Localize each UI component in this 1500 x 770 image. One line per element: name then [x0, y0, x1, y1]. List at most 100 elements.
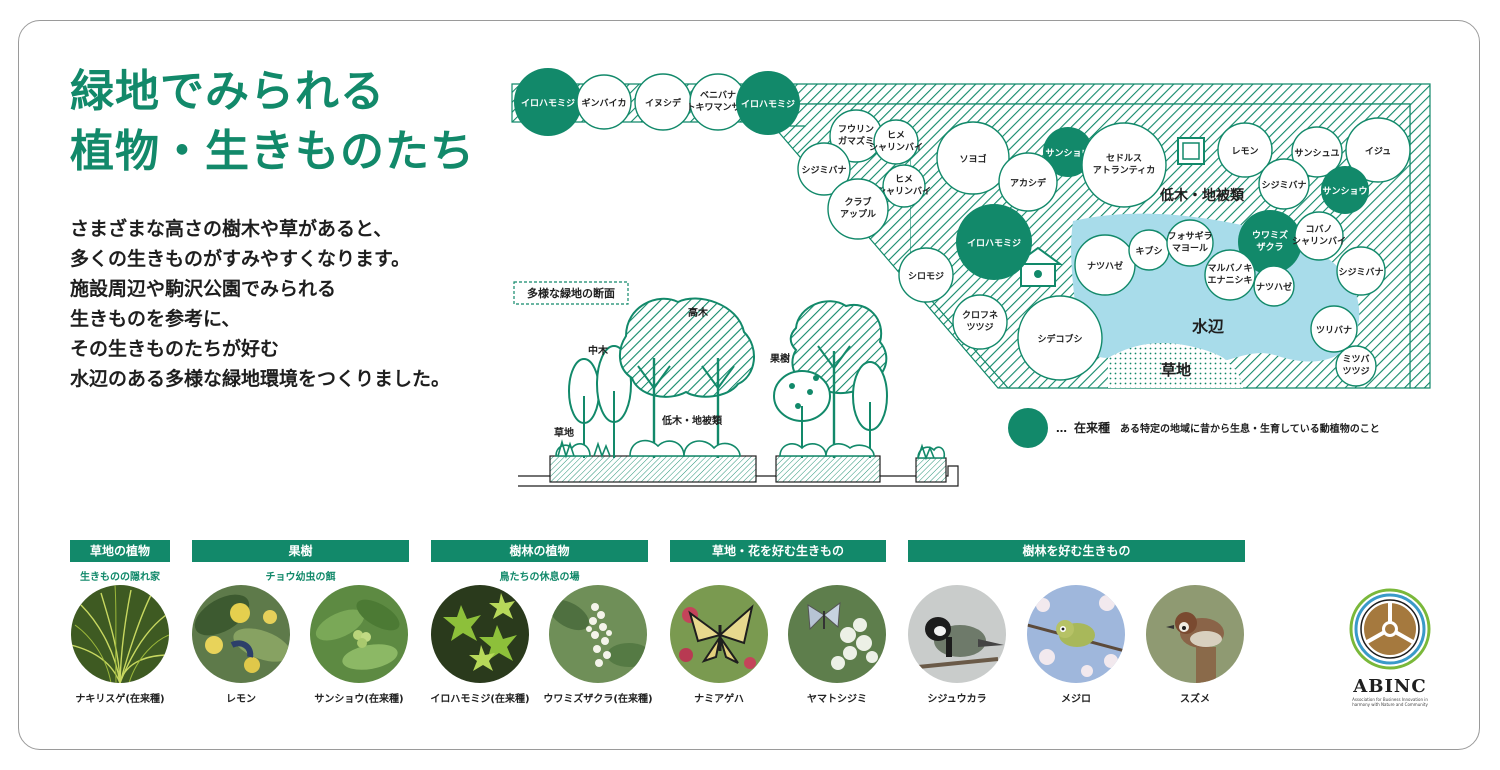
- caption: レモン: [226, 694, 256, 705]
- intro-line: 水辺のある多様な緑地環境をつくりました。: [70, 368, 451, 390]
- zone-water-label: 水辺: [1192, 317, 1224, 336]
- tree-tsuribana: ツリバナ: [1310, 305, 1358, 353]
- svg-text:マルバノキ: マルバノキ: [1207, 263, 1252, 274]
- legend-term: 在来種: [1074, 420, 1110, 435]
- svg-text:トキワマンサク: トキワマンサク: [686, 102, 749, 113]
- cherry-blossom-photo: [549, 585, 647, 683]
- svg-text:ナツハゼ: ナツハゼ: [1256, 281, 1292, 293]
- svg-text:ヒメ: ヒメ: [887, 130, 905, 141]
- svg-text:ウワミズ: ウワミズ: [1252, 229, 1288, 241]
- svg-text:エナニシキ: エナニシキ: [1207, 275, 1252, 286]
- sparrow-photo: [1146, 585, 1244, 683]
- tree-fosagira: フォサギラ マヨール: [1166, 219, 1214, 267]
- tree-sanshou-1: サンショウ: [1043, 127, 1093, 177]
- tree-soyogo: ソヨゴ: [936, 121, 1010, 195]
- tree-shijimibana-2: シジミバナ: [1258, 158, 1310, 210]
- tree-cedrus: セドルス アトランティカ: [1081, 122, 1167, 208]
- svg-text:イジュ: イジュ: [1365, 146, 1391, 157]
- caption: シジュウカラ: [927, 694, 987, 705]
- great-tit-photo: [908, 585, 1006, 683]
- svg-text:ナツハゼ: ナツハゼ: [1087, 260, 1123, 272]
- tree-fuurin-gamazumi: フウリン ガマズミ: [829, 109, 883, 163]
- tree-shijimibana-1: シジミバナ: [797, 142, 851, 196]
- category-grass-creatures: 草地・花を好む生きもの: [670, 540, 886, 562]
- tree-akashide: アカシデ: [998, 152, 1058, 212]
- tree-irohamomiji: イロハモミジ: [514, 68, 582, 136]
- grass-photo: [71, 585, 169, 683]
- tree-marubanoki: マルバノキ エナニシキ: [1204, 249, 1256, 301]
- abinc-emblem-icon: [1349, 588, 1431, 670]
- tree-shijimibana-3: シジミバナ: [1336, 246, 1386, 296]
- section-title: 多様な緑地の断面: [527, 286, 615, 300]
- tree-irohamomiji-2: イロハモミジ: [736, 71, 800, 135]
- svg-text:ツツジ: ツツジ: [1342, 366, 1369, 377]
- svg-text:シジミバナ: シジミバナ: [1261, 180, 1306, 191]
- category-forest-plants: 樹林の植物: [431, 540, 648, 562]
- garden-map: イロハモミジ ギンバイカ イヌシデ ベニバナ トキワマンサク イロハモミジ フウ…: [511, 68, 1431, 487]
- tree-lemon: レモン: [1217, 122, 1273, 178]
- intro-line: 多くの生きものがすみやすくなります。: [70, 248, 411, 270]
- section-fruit-label: 果樹: [769, 352, 790, 365]
- intro-line: 施設周辺や駒沢公園でみられる: [70, 278, 337, 300]
- svg-text:シデコブシ: シデコブシ: [1037, 333, 1082, 345]
- svg-text:シャリンバイ: シャリンバイ: [877, 186, 931, 197]
- svg-text:イロハモミジ: イロハモミジ: [741, 99, 795, 110]
- tree-kurofune-tsutsuji: クロフネ ツツジ: [952, 294, 1008, 350]
- svg-text:キブシ: キブシ: [1135, 245, 1162, 257]
- tree-hime-sharinbai-1: ヒメ シャリンバイ: [869, 119, 923, 165]
- blue-butterfly-photo: [788, 585, 886, 683]
- tree-shidekobushi: シデコブシ: [1017, 295, 1103, 381]
- svg-text:イロハモミジ: イロハモミジ: [967, 238, 1021, 249]
- tree-ginbaika: ギンバイカ: [576, 74, 632, 130]
- svg-text:アップル: アップル: [840, 208, 876, 220]
- svg-text:アトランティカ: アトランティカ: [1093, 165, 1155, 176]
- svg-text:フォサギラ: フォサギラ: [1167, 230, 1212, 242]
- tree-natsuhaze-1: ナツハゼ: [1074, 234, 1136, 296]
- svg-text:…: …: [1056, 422, 1067, 435]
- svg-text:ギンバイカ: ギンバイカ: [581, 97, 626, 109]
- svg-text:シャリンバイ: シャリンバイ: [869, 142, 923, 153]
- svg-text:ミツバ: ミツバ: [1342, 354, 1369, 365]
- tree-uwamizuzakura: ウワミズ ザクラ: [1238, 210, 1302, 274]
- logo-tagline: Association for Business Innovation in h…: [1352, 697, 1428, 707]
- svg-text:ベニバナ: ベニバナ: [700, 90, 736, 101]
- svg-text:コバノ: コバノ: [1305, 224, 1332, 235]
- caption: ナミアゲハ: [694, 694, 744, 705]
- grass-area: [1108, 342, 1243, 388]
- caption: ウワミズザクラ(在来種): [543, 694, 653, 705]
- maple-photo: [431, 585, 529, 683]
- svg-text:サンショウ: サンショウ: [1045, 148, 1090, 159]
- swallowtail-photo: [670, 585, 768, 683]
- svg-text:マヨール: マヨール: [1172, 243, 1208, 254]
- tree-sanshou-2: サンショウ: [1321, 166, 1369, 214]
- svg-text:レモン: レモン: [1231, 146, 1258, 157]
- svg-text:ソヨゴ: ソヨゴ: [959, 153, 986, 165]
- svg-text:ザクラ: ザクラ: [1256, 242, 1283, 253]
- tree-kobano-sharinbai: コバノ シャリンバイ: [1292, 211, 1346, 261]
- zone-shrub-label: 低木・地被類: [1159, 187, 1245, 204]
- sansho-photo: [310, 585, 408, 683]
- category-fruit-trees: 果樹: [192, 540, 409, 562]
- svg-text:シロモジ: シロモジ: [908, 271, 944, 282]
- tree-ijyu: イジュ: [1345, 117, 1411, 183]
- caption: スズメ: [1180, 694, 1210, 705]
- section-grass-label: 草地: [554, 426, 574, 439]
- section-tall-label: 高木: [688, 306, 709, 319]
- abinc-logo: ABINC Association for Business Innovatio…: [1345, 588, 1435, 707]
- svg-text:ガマズミ: ガマズミ: [838, 135, 874, 147]
- svg-text:ツツジ: ツツジ: [966, 322, 993, 333]
- svg-text:クラブ: クラブ: [844, 196, 871, 208]
- tree-hime-sharinbai-2: ヒメ シャリンバイ: [877, 164, 931, 208]
- title-line-1: 緑地でみられる: [70, 66, 385, 117]
- legend-desc: ある特定の地域に昔から生息・生育している動植物のこと: [1120, 422, 1380, 435]
- svg-text:ヒメ: ヒメ: [895, 174, 913, 185]
- lemon-photo: [192, 585, 290, 683]
- subtitle-fruit-trees: チョウ幼虫の餌: [265, 572, 336, 583]
- caption: サンショウ(在来種): [314, 694, 404, 705]
- intro-line: 生きものを参考に、: [70, 308, 241, 330]
- svg-text:イロハモミジ: イロハモミジ: [521, 98, 575, 109]
- logo-name: ABINC: [1353, 676, 1427, 697]
- svg-text:シジミバナ: シジミバナ: [801, 165, 846, 176]
- svg-text:シャリンバイ: シャリンバイ: [1292, 236, 1346, 247]
- svg-text:セドルス: セドルス: [1106, 153, 1142, 164]
